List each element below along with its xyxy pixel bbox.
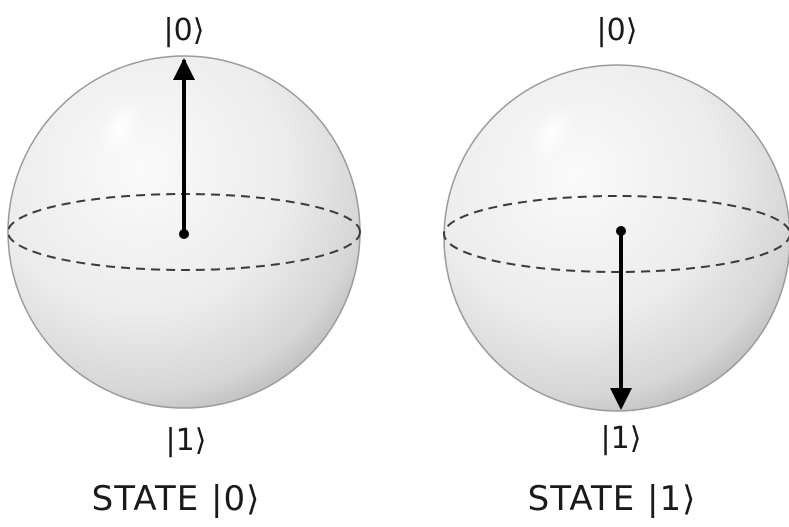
sphere-state-1: |0⟩ |1⟩ STATE |1⟩: [444, 13, 789, 519]
vector-origin-dot: [616, 226, 626, 236]
state-caption: STATE |0⟩: [92, 479, 261, 519]
top-pole-label: |0⟩: [597, 13, 638, 48]
bottom-pole-label: |1⟩: [601, 421, 642, 456]
state-caption: STATE |1⟩: [528, 479, 697, 519]
sphere-body: [444, 65, 789, 411]
top-pole-label: |0⟩: [164, 13, 205, 48]
vector-origin-dot: [179, 229, 189, 239]
bottom-pole-label: |1⟩: [166, 423, 207, 458]
sphere-state-0: |0⟩ |1⟩ STATE |0⟩: [8, 13, 360, 519]
